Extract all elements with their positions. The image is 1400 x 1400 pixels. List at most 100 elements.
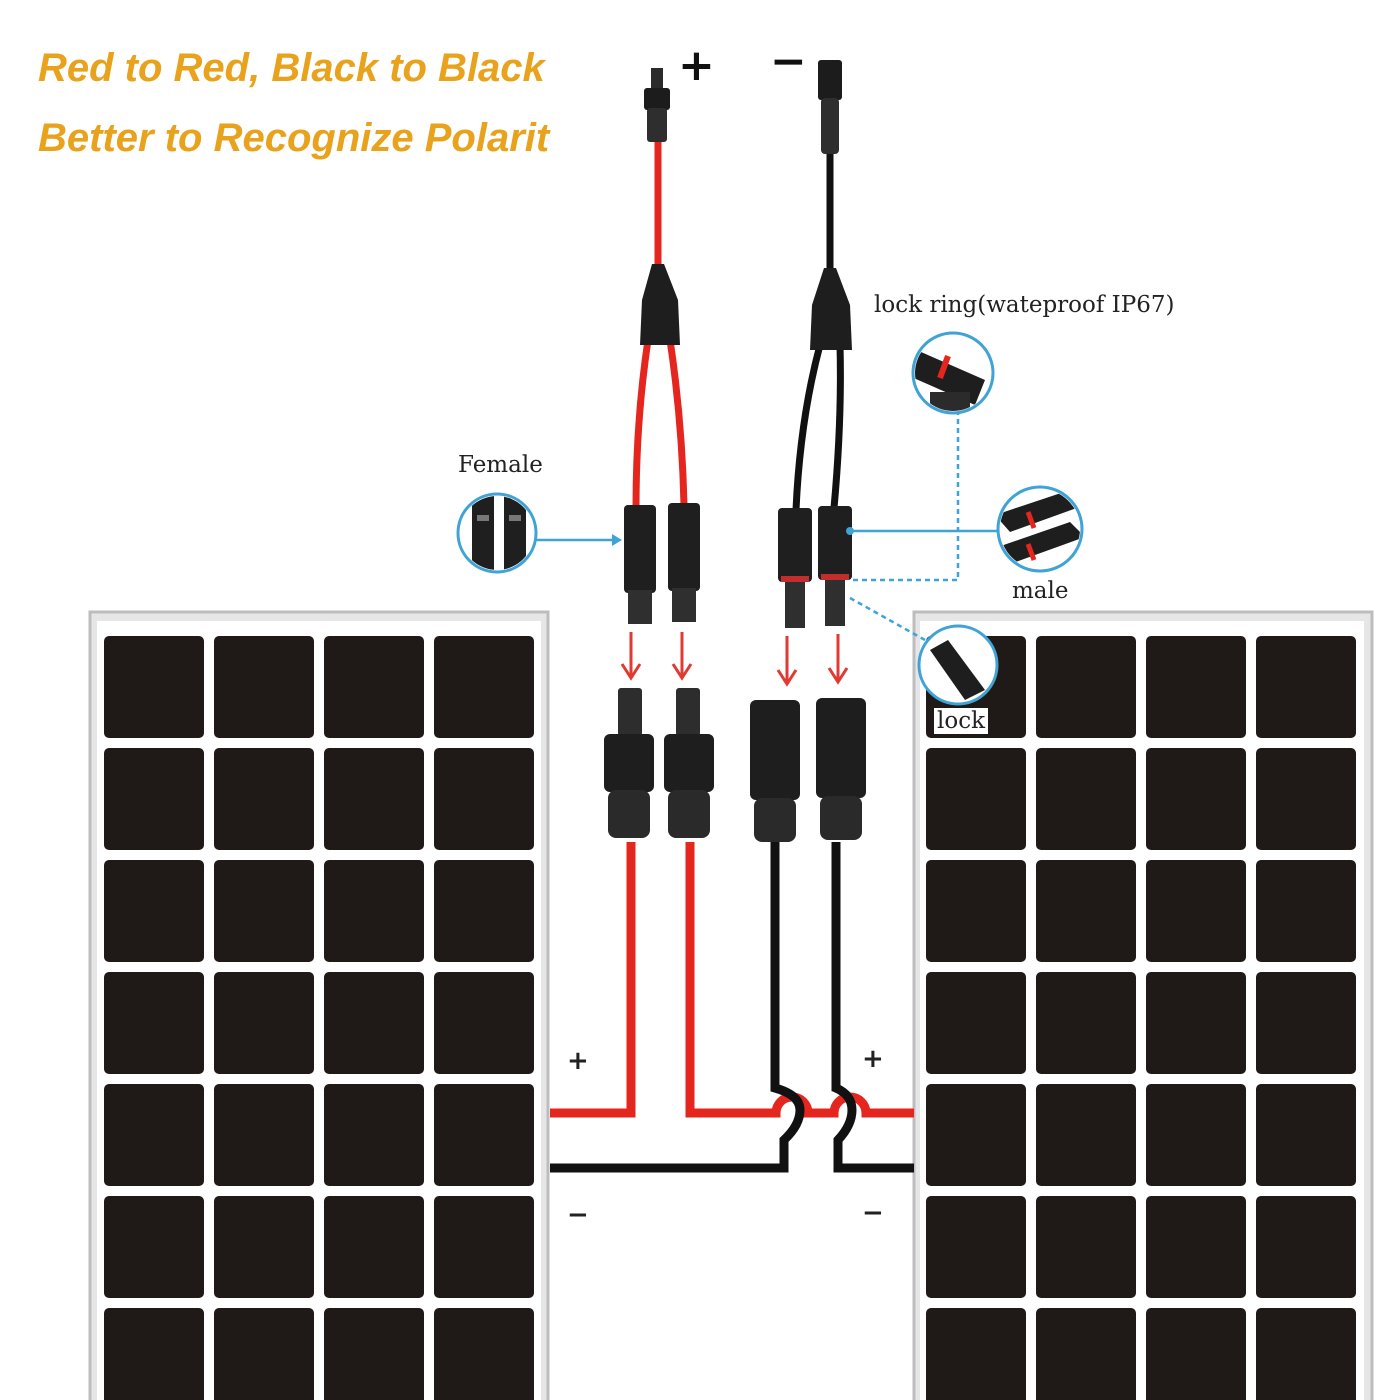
solar-cell (1256, 1084, 1356, 1186)
top-positive-sign: + (678, 40, 715, 91)
solar-cell (104, 748, 204, 850)
panel-connectors (604, 688, 866, 842)
solar-cell (104, 860, 204, 962)
solar-cell (214, 748, 314, 850)
solar-cell (926, 1196, 1026, 1298)
black-branch-right (830, 341, 844, 512)
solar-cell (434, 1196, 534, 1298)
solar-cell (214, 1196, 314, 1298)
red-branch-left (632, 336, 652, 512)
arrow-down-icon (776, 636, 798, 687)
female-connector-1 (624, 505, 656, 624)
solar-cell (104, 1084, 204, 1186)
red-wire-left-panel (550, 842, 636, 1118)
solar-cell (434, 1084, 534, 1186)
solar-cell (214, 1308, 314, 1400)
solar-cell (214, 860, 314, 962)
solar-cell (1256, 972, 1356, 1074)
solar-cell (434, 636, 534, 738)
solar-cell (104, 1196, 204, 1298)
female-callout-label: Female (458, 452, 543, 478)
solar-cell (324, 1196, 424, 1298)
solar-cell (926, 1308, 1026, 1400)
solar-cell (1036, 860, 1136, 962)
cell-grid-right (926, 636, 1356, 1400)
solar-cell (324, 748, 424, 850)
branch-connectors (624, 503, 852, 628)
callout-lines (534, 410, 1000, 642)
solar-cell (104, 1308, 204, 1400)
right-panel-positive-sign: + (862, 1044, 884, 1074)
solar-cell (434, 748, 534, 850)
solar-cell (1146, 972, 1246, 1074)
solar-cell (214, 1084, 314, 1186)
solar-cell (104, 972, 204, 1074)
solar-panel-right (912, 610, 1374, 1400)
solar-cell (1036, 748, 1136, 850)
arrow-down-icon (620, 632, 642, 681)
black-wire-right-panel (831, 842, 914, 1173)
male-connector-2 (818, 506, 852, 626)
solar-cell (926, 1084, 1026, 1186)
panel-wiring (550, 842, 914, 1173)
panel-male-plug-2 (664, 688, 714, 838)
black-wire-left-panel (550, 842, 805, 1173)
solar-cell (324, 1308, 424, 1400)
solar-cell (434, 972, 534, 1074)
solar-cell (214, 636, 314, 738)
solar-cell (1036, 1084, 1136, 1186)
solar-cell (214, 972, 314, 1074)
solar-cell (1036, 636, 1136, 738)
solar-cell (1256, 748, 1356, 850)
solar-cell (1146, 1308, 1246, 1400)
arrows (620, 632, 849, 687)
solar-cell (1036, 1196, 1136, 1298)
panel-female-plug-2 (816, 698, 866, 840)
solar-cell (324, 1084, 424, 1186)
solar-cell (324, 972, 424, 1074)
right-panel-negative-sign: − (862, 1198, 884, 1228)
red-wire-right-panel (685, 842, 914, 1118)
male-connector-1 (778, 508, 812, 628)
cell-grid-left (104, 636, 534, 1400)
y-branch-cables (632, 136, 844, 514)
solar-cell (434, 1308, 534, 1400)
black-branch-left (792, 341, 824, 514)
solar-cell (1256, 1196, 1356, 1298)
red-branch-right (666, 336, 688, 509)
female-connector-2 (668, 503, 700, 622)
solar-cell (1256, 636, 1356, 738)
male-callout-label: male (1012, 578, 1069, 604)
arrow-down-icon (827, 634, 849, 685)
panel-male-plug-1 (604, 688, 654, 838)
male-connector-icon (996, 485, 1084, 573)
solar-cell (1256, 860, 1356, 962)
solar-cell (1146, 748, 1246, 850)
solar-cell (1146, 860, 1246, 962)
solar-cell (1256, 1308, 1356, 1400)
solar-cell (926, 972, 1026, 1074)
y-junctions (640, 264, 852, 350)
lock-ring-icon (911, 331, 995, 415)
left-panel-negative-sign: − (567, 1200, 589, 1230)
heading-line-2: Better to Recognize Polarit (38, 116, 550, 160)
solar-cell (1146, 1084, 1246, 1186)
solar-cell (1146, 636, 1246, 738)
left-panel-positive-sign: + (567, 1046, 589, 1076)
solar-cell (324, 636, 424, 738)
top-negative-plug (818, 60, 842, 154)
solar-cell (926, 860, 1026, 962)
solar-cell (104, 636, 204, 738)
top-negative-sign: − (770, 36, 807, 87)
lock-icon (917, 624, 999, 706)
solar-cell (1036, 1308, 1136, 1400)
solar-panel-left (88, 610, 550, 1400)
arrow-down-icon (671, 632, 693, 681)
top-positive-plug (644, 68, 670, 142)
solar-cell (926, 748, 1026, 850)
solar-cell (434, 860, 534, 962)
solar-cell (324, 860, 424, 962)
female-connector-icon (456, 492, 538, 574)
solar-cell (1036, 972, 1136, 1074)
